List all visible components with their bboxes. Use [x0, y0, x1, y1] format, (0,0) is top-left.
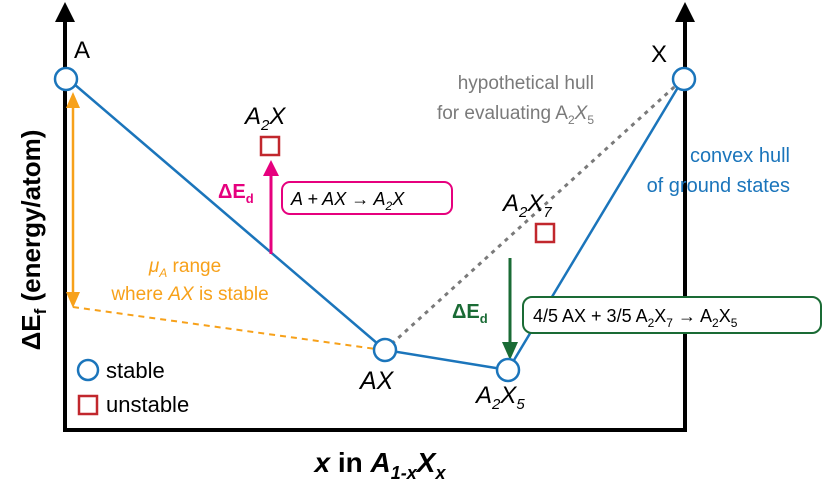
legend-unstable-label: unstable — [106, 392, 189, 417]
y-axis-label: ΔEf (energy/atom) — [16, 130, 50, 351]
green-decomposition-arrow — [502, 258, 518, 360]
mu-range-dashed-line — [72, 306, 384, 351]
mu-range-arrow — [66, 92, 80, 308]
mu-range-label-line1: μA range — [148, 256, 221, 280]
label-AX: AX — [358, 367, 395, 395]
hypothetical-hull-line — [383, 77, 685, 352]
pink-decomposition-arrow — [263, 160, 279, 254]
legend-stable-label: stable — [106, 358, 165, 383]
left-axis-arrowhead — [55, 2, 75, 22]
pink-dEd-label: ΔEd — [218, 181, 254, 206]
pink-reaction-text: A + AX → A2X — [290, 189, 405, 213]
convex-hull-label-line1: convex hull — [690, 145, 790, 167]
mu-range-label-line2: where AX is stable — [110, 284, 268, 305]
label-A2X5: A2X5 — [474, 382, 525, 413]
point-A2X7-unstable — [534, 222, 556, 244]
right-axis-arrowhead — [675, 2, 695, 22]
convex-hull-line — [66, 77, 685, 372]
hypothetical-hull-label-line2: for evaluating A2X5 — [437, 103, 594, 127]
green-reaction-text: 4/5 AX + 3/5 A2X7 → A2X5 — [533, 306, 738, 330]
point-A2X5-stable — [495, 357, 521, 383]
label-A2X7: A2X7 — [501, 190, 552, 221]
pink-reaction-box: A + AX → A2X — [281, 181, 453, 215]
point-A2X-unstable — [259, 135, 281, 157]
hypothetical-hull-label-line1: hypothetical hull — [458, 73, 594, 94]
legend-stable-icon — [76, 358, 100, 382]
point-A-stable — [53, 66, 79, 92]
green-dEd-label: ΔEd — [452, 301, 488, 326]
point-AX-stable — [372, 337, 398, 363]
label-X: X — [651, 41, 667, 68]
point-X-stable — [671, 66, 697, 92]
label-A2X: A2X — [243, 103, 286, 134]
convex-hull-label-line2: of ground states — [647, 175, 790, 197]
legend: stable unstable — [76, 358, 189, 417]
legend-unstable-icon — [77, 394, 99, 416]
x-axis-label: x in A1-xXx — [313, 447, 447, 483]
green-reaction-box: 4/5 AX + 3/5 A2X7 → A2X5 — [522, 296, 822, 334]
label-A: A — [74, 37, 90, 64]
